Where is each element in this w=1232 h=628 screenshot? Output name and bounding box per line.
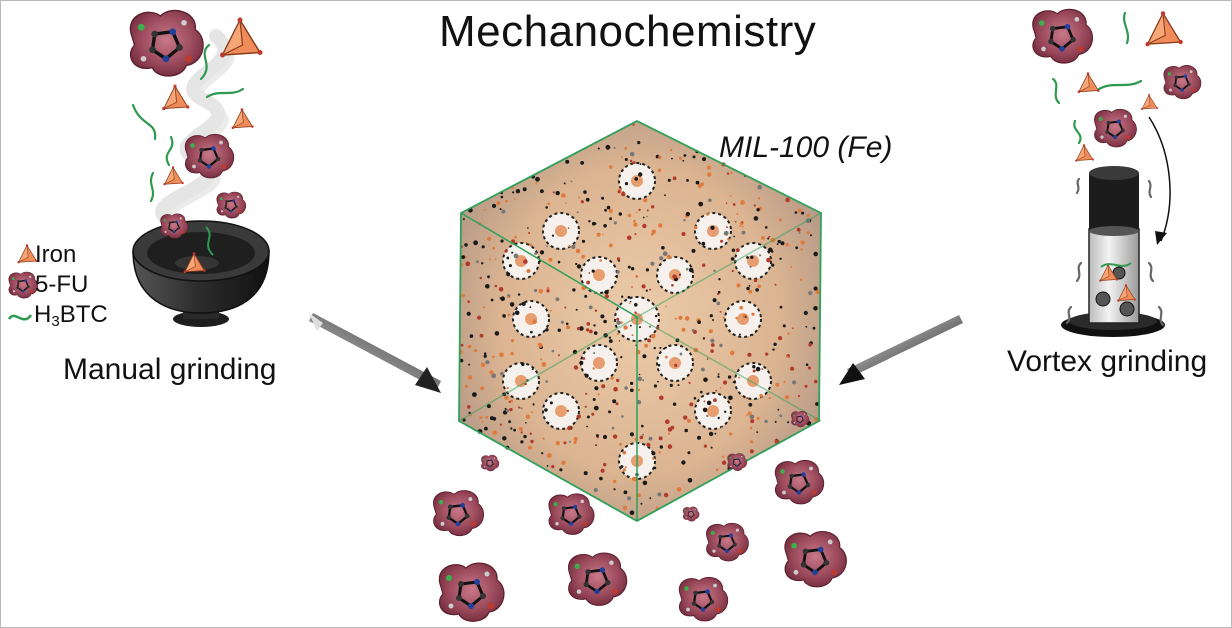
arrow-icon <box>309 313 441 393</box>
mof-structure <box>458 119 822 523</box>
legend-iron: Iron <box>35 241 77 268</box>
figure-title: Mechanochemistry <box>439 7 817 56</box>
vortex-grinding-label: Vortex grinding <box>1007 345 1208 378</box>
legend-btc-subscript: 3 <box>51 313 60 330</box>
legend-icons <box>7 243 39 321</box>
left-reactants <box>128 8 264 240</box>
right-reactants <box>1031 7 1202 163</box>
legend-h3btc: H3BTC <box>34 301 108 330</box>
vortex-vial-icon <box>1061 166 1165 337</box>
legend-5fu: 5-FU <box>35 271 89 298</box>
molecule-icon <box>8 271 39 299</box>
arrow-icon <box>839 315 963 385</box>
legend-btc-suffix: BTC <box>59 301 108 328</box>
manual-grinding-label: Manual grinding <box>63 353 277 386</box>
framework-label: MIL-100 (Fe) <box>719 131 893 164</box>
mortar-icon <box>132 220 270 327</box>
legend-btc-prefix: H <box>34 301 52 328</box>
